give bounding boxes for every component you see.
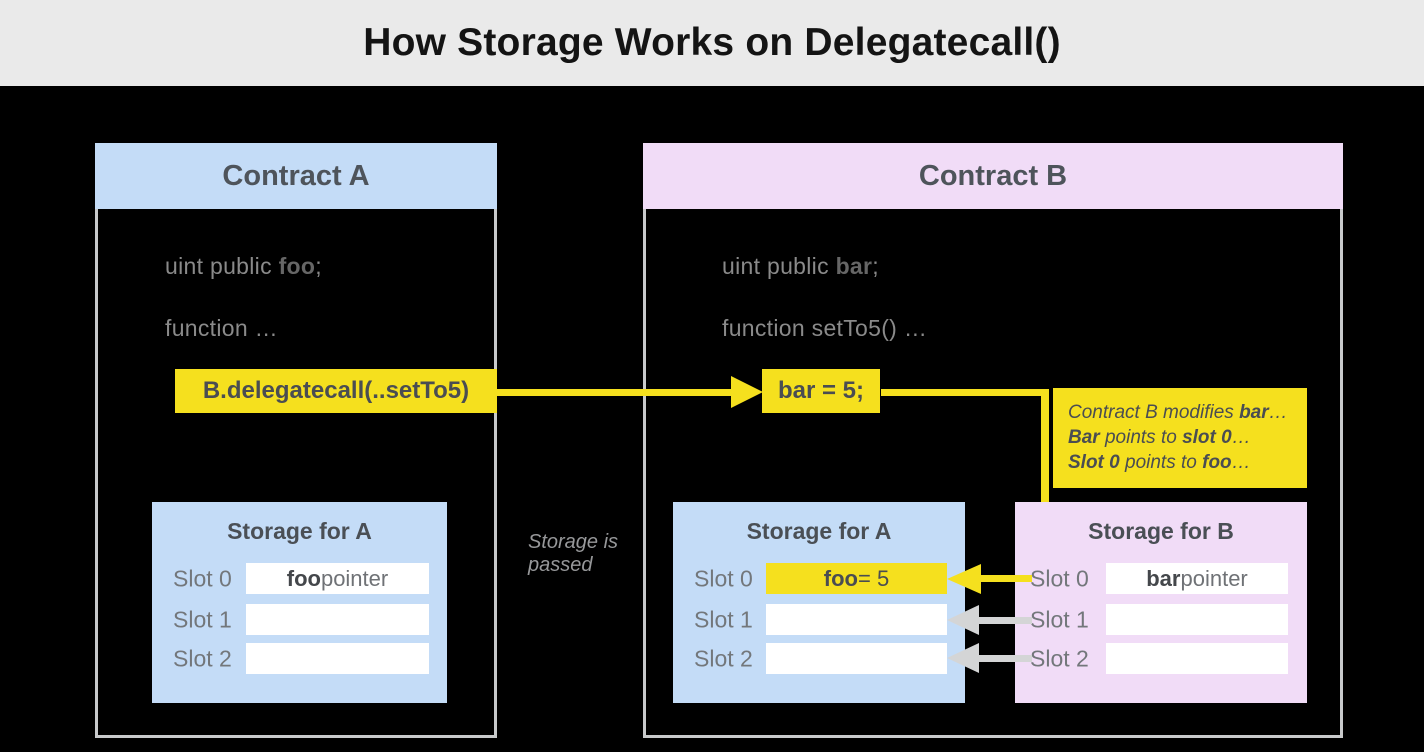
title-bar: How Storage Works on Delegatecall() xyxy=(0,0,1424,86)
arrow-slot1-left-head-icon xyxy=(947,605,979,635)
contract-b-header: Contract B xyxy=(643,143,1343,209)
explanation-note: Contract B modifies bar… Bar points to s… xyxy=(1053,388,1307,488)
slot-2-field xyxy=(766,643,947,674)
arrow-slot1-line xyxy=(979,617,1032,624)
slot-row-1: Slot 1 xyxy=(673,604,965,635)
slot-2-label: Slot 2 xyxy=(173,645,232,671)
slot-row-0: Slot 0 foo = 5 xyxy=(673,563,965,594)
slot-row-2: Slot 2 xyxy=(673,643,965,674)
slot-0-label: Slot 0 xyxy=(694,565,753,591)
bar-assignment-box: bar = 5; xyxy=(762,369,880,413)
contract-b-code-function: function setTo5() … xyxy=(722,315,928,341)
slot-1-label: Slot 1 xyxy=(1030,606,1089,632)
arrow-delegatecall-line xyxy=(497,389,731,396)
slot-row-0: Slot 0 bar pointer xyxy=(1015,563,1307,594)
slot-2-label: Slot 2 xyxy=(694,645,753,671)
contract-b-code-declaration: uint public bar; xyxy=(722,253,879,279)
arrow-right-head-icon xyxy=(731,376,763,408)
slot-2-label: Slot 2 xyxy=(1030,645,1089,671)
storage-a-mid-title: Storage for A xyxy=(746,518,892,544)
slot-1-field xyxy=(246,604,429,635)
slot-1-label: Slot 1 xyxy=(694,606,753,632)
note-line-1: Contract B modifies bar… xyxy=(1068,402,1288,423)
contract-b-title: Contract B xyxy=(918,159,1068,192)
slot-row-2: Slot 2 xyxy=(152,643,447,674)
slot-0-field: bar pointer xyxy=(1106,563,1288,594)
slot-0-label: Slot 0 xyxy=(1030,565,1089,591)
slot-1-field xyxy=(766,604,947,635)
slot-2-field xyxy=(246,643,429,674)
slot-0-field: foo pointer xyxy=(246,563,429,594)
storage-b-title: Storage for B xyxy=(1088,518,1234,544)
contract-a-code-declaration: uint public foo; xyxy=(165,253,322,279)
arrow-bar-vertical-line xyxy=(1041,389,1049,530)
slot-row-1: Slot 1 xyxy=(1015,604,1307,635)
slot-0-label: Slot 0 xyxy=(173,565,232,591)
slot-row-0: Slot 0 foo pointer xyxy=(152,563,447,594)
slot-row-2: Slot 2 xyxy=(1015,643,1307,674)
note-line-3: Slot 0 points to foo… xyxy=(1068,452,1251,473)
storage-a-left-title: Storage for A xyxy=(227,518,372,544)
note-line-2: Bar points to slot 0… xyxy=(1068,427,1251,448)
arrow-slot0-line xyxy=(979,575,1032,582)
arrow-slot2-line xyxy=(979,655,1032,662)
contract-a-header: Contract A xyxy=(95,143,497,209)
delegatecall-box: B.delegatecall(..setTo5) xyxy=(175,369,497,413)
contract-a-title: Contract A xyxy=(222,159,370,192)
storage-b-box: Storage for B Slot 0 bar pointer Slot 1 … xyxy=(1015,502,1307,703)
storage-a-mid-box: Storage for A Slot 0 foo = 5 Slot 1 Slot… xyxy=(673,502,965,703)
slot-0-field-modified: foo = 5 xyxy=(766,563,947,594)
arrow-slot2-left-head-icon xyxy=(947,643,979,673)
slot-1-field xyxy=(1106,604,1288,635)
arrow-bar-horizontal-line xyxy=(881,389,1049,396)
contract-a-code-function: function … xyxy=(165,315,278,341)
storage-passed-note: Storage is passed xyxy=(528,531,619,576)
storage-a-left-box: Storage for A Slot 0 foo pointer Slot 1 … xyxy=(152,502,447,703)
page-title: How Storage Works on Delegatecall() xyxy=(363,21,1061,64)
arrow-slot0-left-head-icon xyxy=(947,564,981,594)
slot-2-field xyxy=(1106,643,1288,674)
slot-1-label: Slot 1 xyxy=(173,606,232,632)
slot-row-1: Slot 1 xyxy=(152,604,447,635)
